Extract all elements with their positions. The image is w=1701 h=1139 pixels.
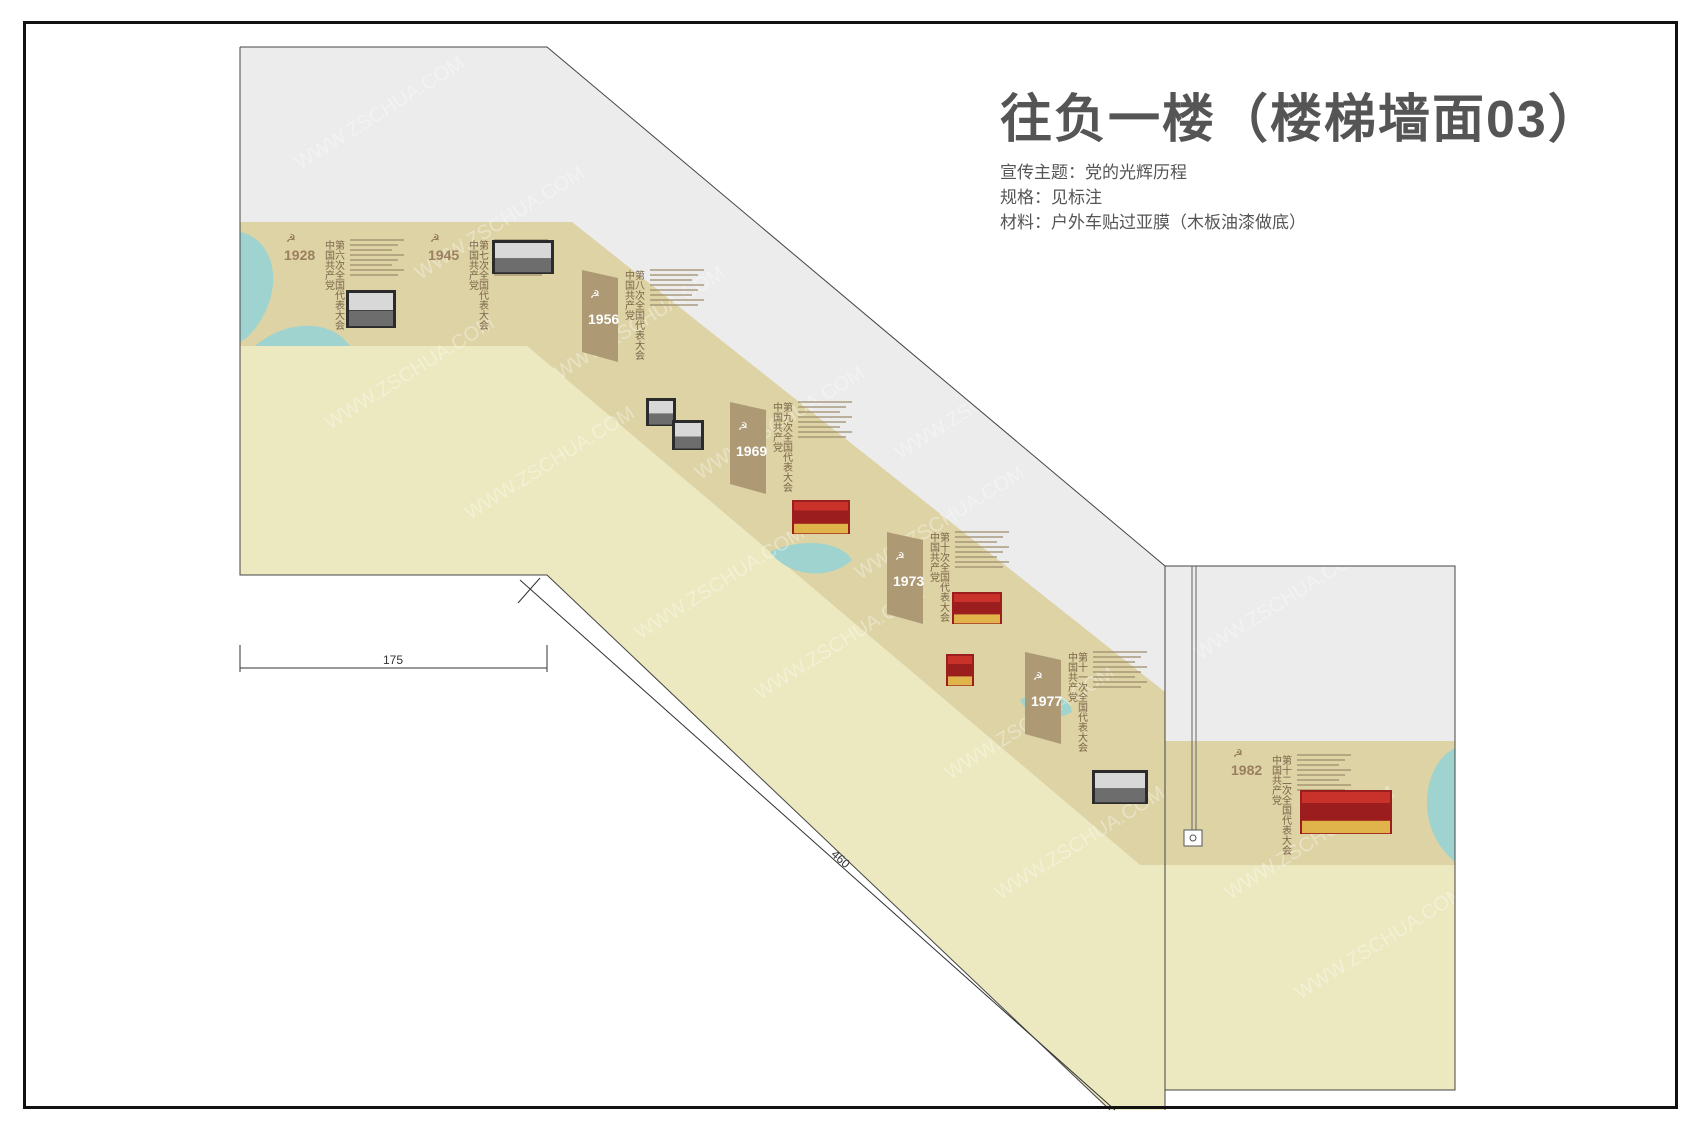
congress-title: 第六次全国代表大会 bbox=[333, 239, 345, 331]
party-emblem-icon: ☭ bbox=[430, 233, 440, 245]
teal-blob-landing bbox=[1426, 748, 1455, 862]
party-name: 中国共产党 bbox=[928, 531, 940, 583]
party-emblem-icon: ☭ bbox=[286, 233, 296, 245]
spec-material: 材料：户外车贴过亚膜（木板油漆做底） bbox=[1000, 213, 1306, 232]
party-emblem-icon: ☭ bbox=[738, 421, 748, 433]
landing-outline bbox=[1165, 565, 1456, 1091]
year-label: 1982 bbox=[1231, 762, 1262, 778]
congress-photo bbox=[792, 500, 850, 534]
congress-photo bbox=[1092, 770, 1148, 804]
year-label: 1977 bbox=[1031, 693, 1062, 709]
year-label: 1969 bbox=[736, 443, 767, 459]
spec-list: 宣传主题：党的光辉历程 规格：见标注 材料：户外车贴过亚膜（木板油漆做底） bbox=[1000, 160, 1602, 235]
page-title: 往负一楼（楼梯墙面03） bbox=[1000, 91, 1602, 149]
congress-title: 第九次全国代表大会 bbox=[781, 401, 793, 493]
dimension-horizontal: 175 bbox=[239, 645, 548, 672]
year-ribbon bbox=[887, 532, 923, 624]
timeline-band bbox=[240, 222, 1165, 865]
teal-blob-mid bbox=[770, 542, 852, 574]
year-label: 1928 bbox=[284, 247, 315, 263]
congress-title: 第十二次全国代表大会 bbox=[1280, 754, 1292, 856]
wall-outline bbox=[239, 46, 1166, 1111]
party-emblem-icon: ☭ bbox=[1033, 671, 1043, 683]
landing-lower-area bbox=[1165, 865, 1455, 1090]
spec-theme: 宣传主题：党的光辉历程 bbox=[1000, 163, 1187, 182]
party-name: 中国共产党 bbox=[771, 401, 783, 453]
party-emblem-icon: ☭ bbox=[590, 289, 600, 301]
congress-title: 第十一次全国代表大会 bbox=[1076, 651, 1088, 753]
party-name: 中国共产党 bbox=[1066, 651, 1078, 703]
teal-blob-left bbox=[240, 232, 274, 342]
congress-title: 第十次全国代表大会 bbox=[938, 531, 950, 623]
party-emblem-icon: ☭ bbox=[895, 551, 905, 563]
party-name: 中国共产党 bbox=[323, 239, 335, 291]
party-name: 中国共产党 bbox=[467, 239, 479, 291]
party-name: 中国共产党 bbox=[1270, 754, 1282, 806]
wall-socket bbox=[1183, 829, 1203, 847]
party-name: 中国共产党 bbox=[623, 269, 635, 321]
party-emblem-icon: ☭ bbox=[1233, 748, 1243, 760]
congress-photo bbox=[952, 592, 1002, 624]
congress-photo bbox=[492, 240, 554, 274]
title-block: 往负一楼（楼梯墙面03） 宣传主题：党的光辉历程 规格：见标注 材料：户外车贴过… bbox=[1000, 88, 1602, 235]
congress-photo bbox=[1300, 790, 1392, 834]
teal-blob-left-bottom bbox=[255, 325, 350, 346]
congress-photo bbox=[646, 398, 676, 426]
year-label: 1956 bbox=[588, 311, 619, 327]
socket-hole bbox=[1189, 834, 1197, 842]
dimension-label-175: 175 bbox=[383, 653, 403, 667]
congress-photo bbox=[346, 290, 396, 328]
congress-photo bbox=[946, 654, 974, 686]
year-label: 1973 bbox=[893, 573, 924, 589]
year-ribbon bbox=[1025, 652, 1061, 744]
congress-photo bbox=[672, 420, 704, 450]
spec-size: 规格：见标注 bbox=[1000, 188, 1102, 207]
year-ribbon bbox=[730, 402, 766, 494]
sheet-border bbox=[23, 21, 1678, 1109]
year-label: 1945 bbox=[428, 247, 459, 263]
congress-title: 第八次全国代表大会 bbox=[633, 269, 645, 361]
lower-wall-area bbox=[240, 346, 1165, 1110]
congress-title: 第七次全国代表大会 bbox=[477, 239, 489, 331]
year-ribbon bbox=[582, 270, 618, 362]
